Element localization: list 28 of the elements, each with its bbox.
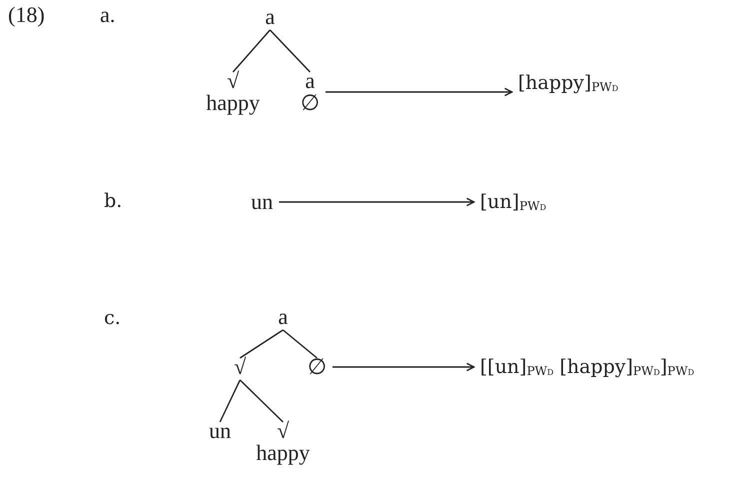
tree-node-label: √ — [234, 356, 246, 378]
arrow — [326, 88, 513, 96]
tree-branch-line — [270, 30, 310, 72]
tree-node-label: un — [209, 420, 231, 442]
example-number: a. — [100, 3, 116, 27]
prosodic-word-bracketing: [[un]$_{PWd}$ [happy]$_{PWd}$]$_{PWd}$ — [480, 356, 694, 382]
tree-node-label: √ — [226, 70, 240, 92]
morpheme-label: happy — [256, 442, 310, 464]
tree-node-label: ∅ — [308, 356, 326, 378]
tree-branch-line — [232, 30, 271, 72]
morpheme-label: happy — [206, 92, 260, 114]
example-number: c. — [104, 306, 121, 330]
tree-branch-line — [240, 329, 284, 359]
tree-branch-line — [219, 380, 241, 422]
example-number: (18) — [8, 3, 45, 27]
tree-branch-line — [240, 380, 284, 422]
tree-node-label: a — [265, 6, 275, 28]
prosodic-word-bracketing: [un]$_{PWd}$ — [480, 191, 546, 217]
tree-node-label: √ — [276, 420, 290, 442]
tree-node-label: a — [278, 306, 288, 328]
arrow — [279, 198, 475, 206]
tree-node-label: un — [251, 191, 273, 213]
tree-node-label: a — [304, 70, 316, 92]
arrow — [332, 362, 475, 372]
tree-branch-line — [282, 329, 318, 359]
prosodic-word-bracketing: [happy]$_{PWd}$ — [518, 72, 618, 98]
example-number: b. — [104, 189, 122, 213]
morpheme-label: ∅ — [300, 92, 320, 114]
